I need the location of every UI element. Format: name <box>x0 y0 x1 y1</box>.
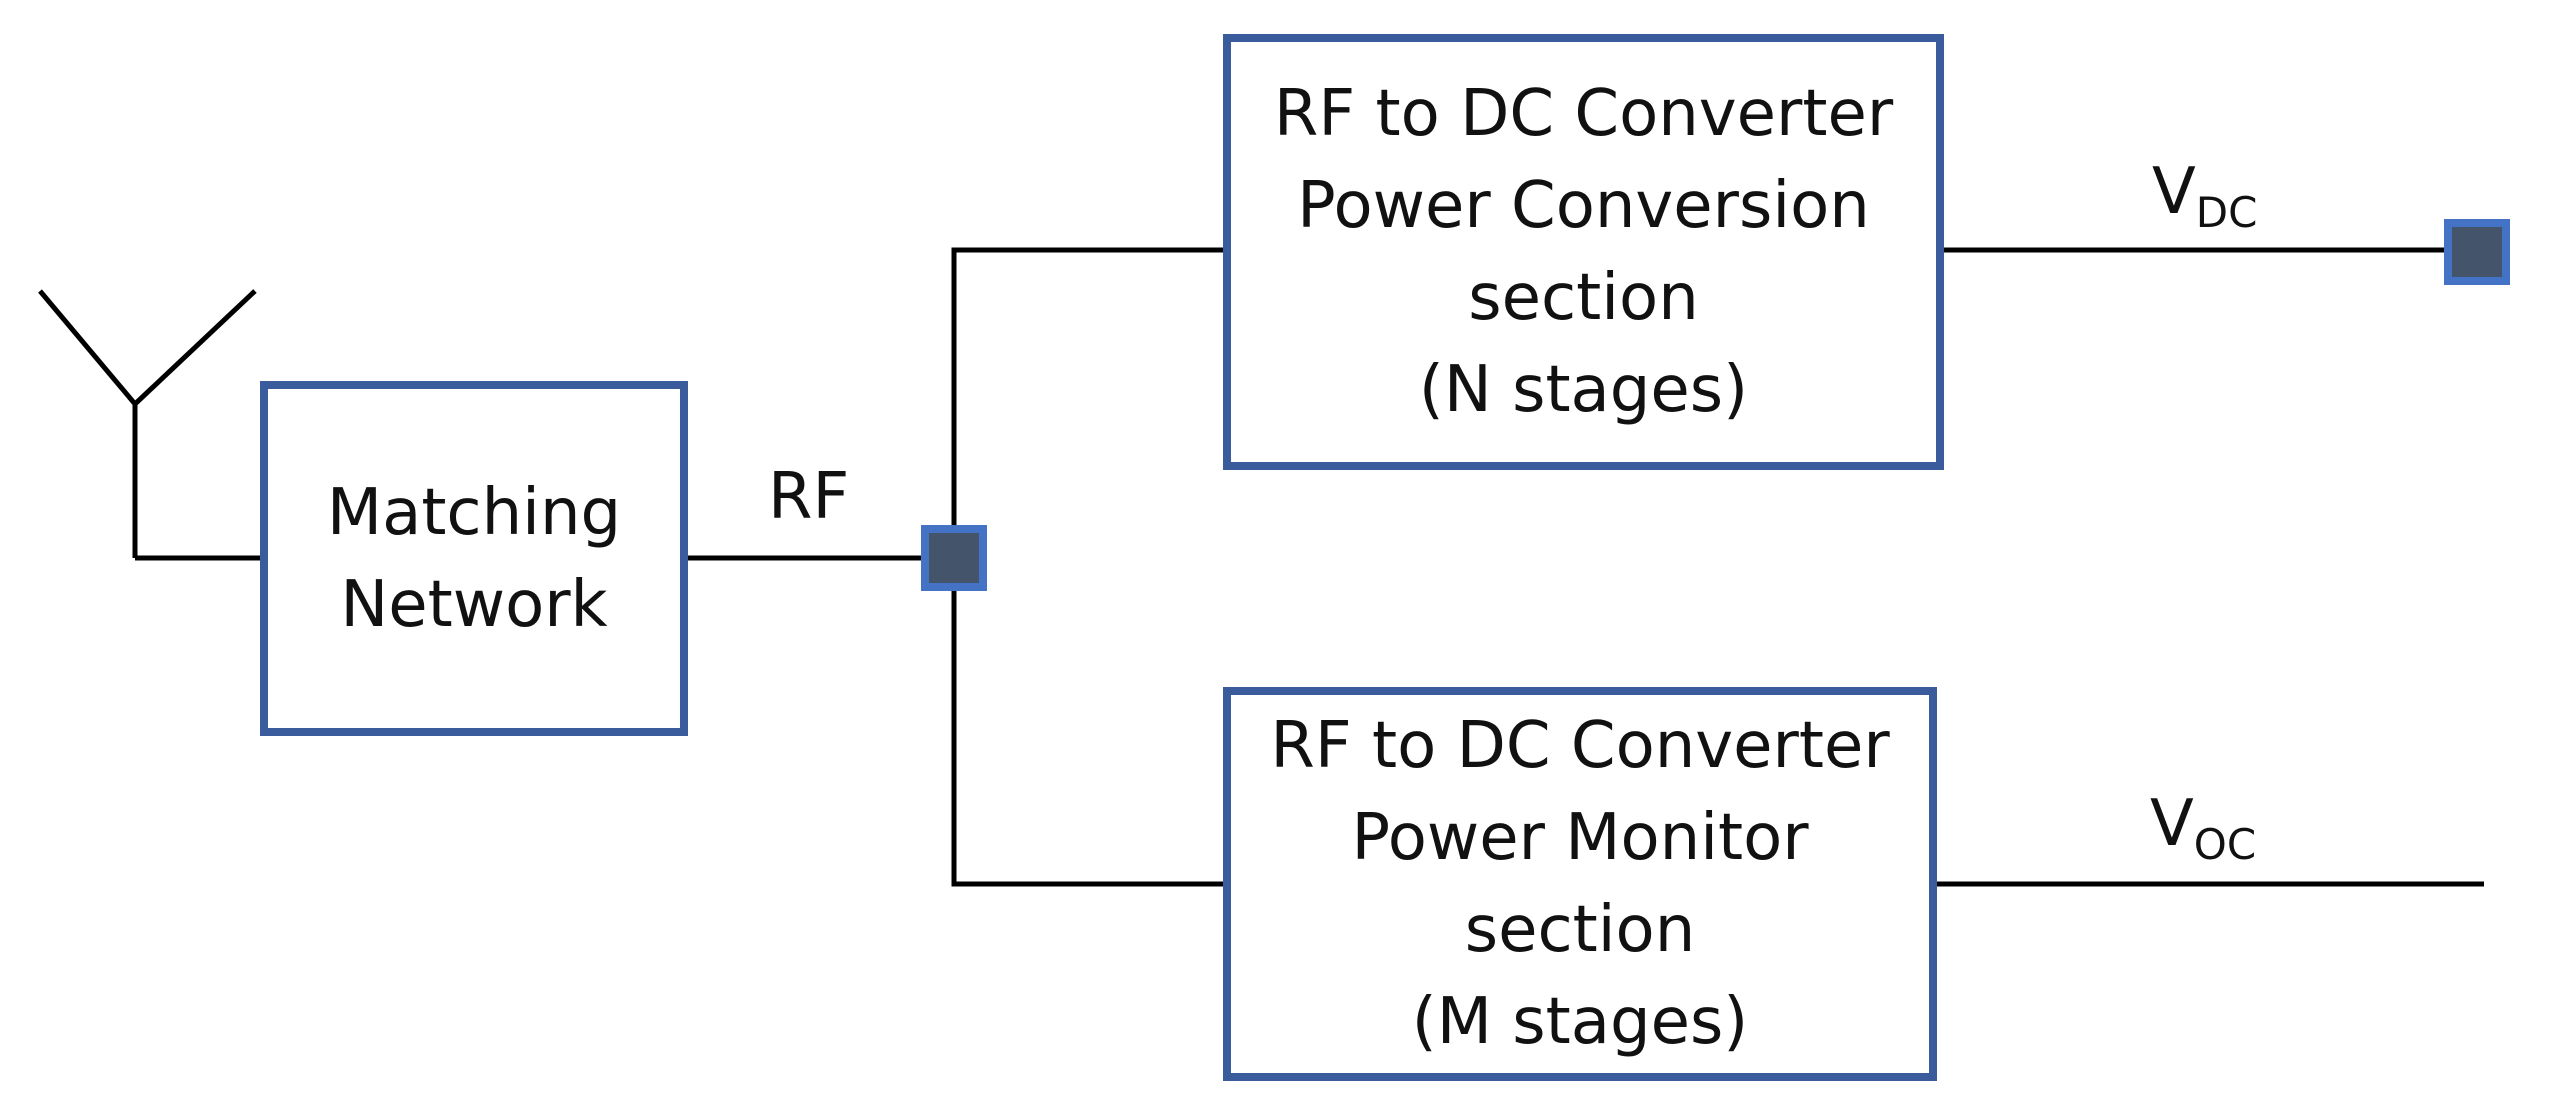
vdc-subscript: DC <box>2195 188 2258 237</box>
power-monitor-block: RF to DC Converter Power Monitor section… <box>1223 687 1937 1081</box>
wire-branch-monitor <box>951 588 1226 887</box>
matching-network-line-1: Matching <box>326 475 622 550</box>
power-monitor-line-1: RF to DC Converter <box>1270 709 1890 783</box>
power-conversion-line-1: RF to DC Converter <box>1273 77 1894 151</box>
power-monitor-line-4: (M stages) <box>1411 985 1749 1059</box>
vdc-output-node <box>2444 219 2510 285</box>
split-node <box>921 525 987 591</box>
rf-signal-label: RF <box>768 460 850 534</box>
vdc-signal-label: VDC <box>2152 160 2257 234</box>
power-monitor-line-3: section <box>1464 893 1696 967</box>
power-conversion-line-4: (N stages) <box>1418 353 1749 427</box>
antenna-icon <box>38 289 262 561</box>
wire-branch-conversion <box>951 247 1226 528</box>
power-conversion-block: RF to DC Converter Power Conversion sect… <box>1223 34 1944 470</box>
voc-subscript: OC <box>2193 820 2257 869</box>
matching-network-block: Matching Network <box>260 381 688 736</box>
power-monitor-line-2: Power Monitor <box>1351 801 1809 875</box>
vdc-main-text: V <box>2152 155 2196 229</box>
voc-signal-label: VOC <box>2150 792 2256 866</box>
matching-network-line-2: Network <box>340 567 608 642</box>
power-conversion-line-3: section <box>1468 261 1699 335</box>
voc-main-text: V <box>2150 787 2194 861</box>
power-conversion-line-2: Power Conversion <box>1297 169 1870 243</box>
